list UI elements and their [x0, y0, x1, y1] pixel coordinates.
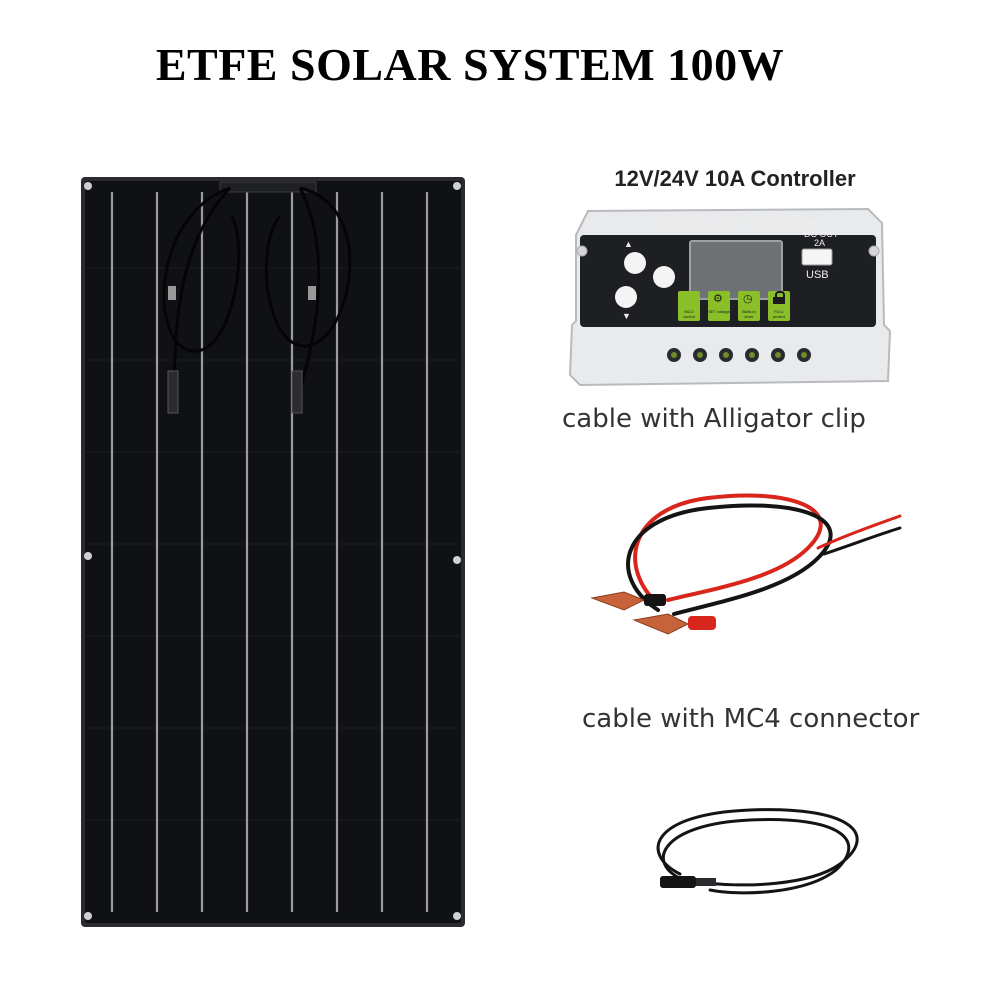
- solar-panel-image: [80, 176, 466, 928]
- function-label-1: SET voltage: [708, 309, 730, 314]
- function-label-0: MCU control: [682, 309, 695, 319]
- alligator-cable-image: [588, 488, 904, 640]
- dc-out-value: 2A: [814, 238, 826, 248]
- function-label-2: Build-in timer: [742, 309, 756, 319]
- charge-controller-image: SOLAR CHARGE CONTROLLER DC OUT 2A USB ▲ …: [568, 205, 892, 387]
- function-label-3: FULL protect: [772, 309, 786, 319]
- controller-panel-label: SOLAR CHARGE CONTROLLER: [654, 219, 817, 230]
- alligator-cable-caption: cable with Alligator clip: [562, 404, 866, 434]
- mc4-cable-caption: cable with MC4 connector: [582, 704, 920, 734]
- page-title: ETFE SOLAR SYSTEM 100W: [155, 39, 785, 90]
- clock-icon: ◷: [743, 293, 753, 305]
- dc-out-label: DC OUT: [804, 229, 839, 239]
- down-arrow-icon: ▼: [622, 311, 631, 321]
- gear-icon: ⚙: [713, 293, 723, 305]
- mc4-cable-image: [640, 804, 872, 908]
- usb-label: USB: [806, 269, 829, 281]
- controller-caption: 12V/24V 10A Controller: [614, 166, 856, 191]
- up-arrow-icon: ▲: [624, 239, 633, 249]
- lock-icon: [773, 291, 785, 304]
